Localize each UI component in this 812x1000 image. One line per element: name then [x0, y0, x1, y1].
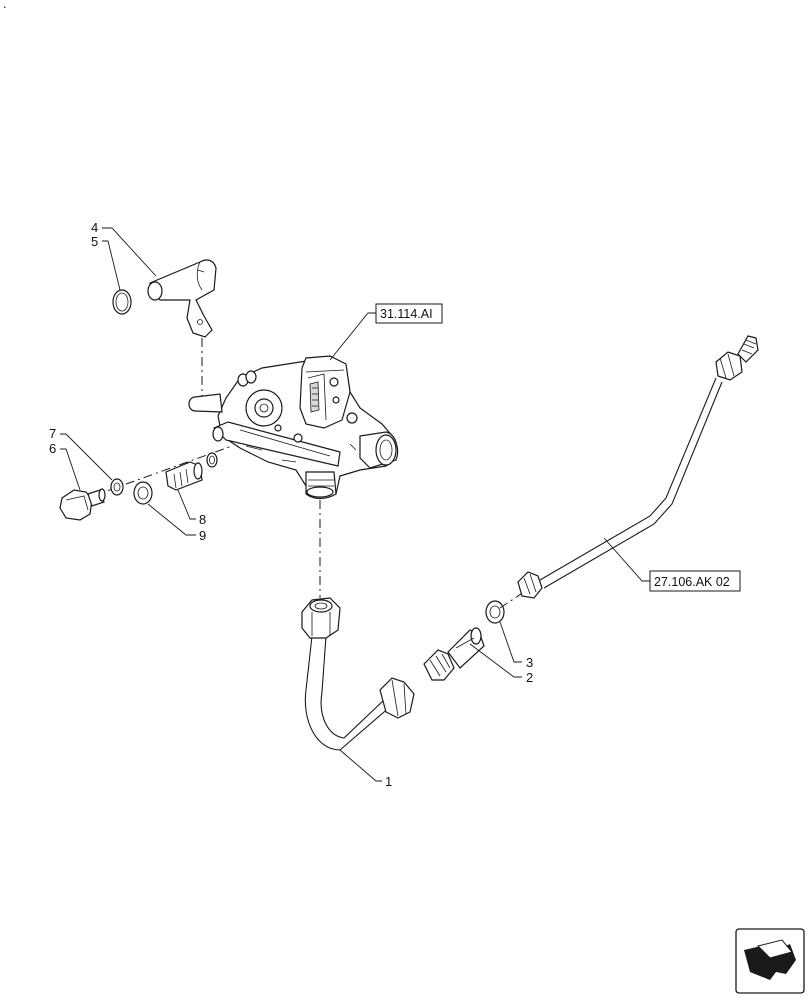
check-valve-part-8: [165, 461, 203, 491]
leader-1: [339, 749, 382, 782]
callout-1: 1: [385, 774, 392, 789]
page-navigation-arrow-icon[interactable]: [735, 928, 805, 994]
small-seal: [206, 452, 218, 468]
reference-tube-label: 27.106.AK 02: [654, 575, 730, 589]
adapter-fitting-part-2: [423, 627, 485, 681]
tube-assembly-part-1: [301, 597, 415, 751]
reference-box-valve[interactable]: 31.114.AI: [375, 303, 443, 324]
leader-6: [60, 448, 81, 491]
leader-valve-ref: [329, 312, 376, 361]
lever-pin-part-4: [147, 259, 217, 338]
callout-4: 4: [91, 220, 98, 235]
washer-part-9: [133, 481, 153, 505]
leader-9: [147, 503, 196, 536]
o-ring-part-5: [112, 289, 132, 315]
assembly-axis-right-tube: [499, 587, 531, 609]
leader-8: [177, 489, 196, 520]
valve-body-assembly: [188, 355, 399, 500]
callout-9: 9: [199, 528, 206, 543]
callout-6: 6: [49, 441, 56, 456]
washer-part-7: [110, 478, 124, 496]
callout-2: 2: [526, 670, 533, 685]
hydraulic-line-right: [517, 335, 759, 599]
callout-5: 5: [91, 234, 98, 249]
callout-7: 7: [49, 426, 56, 441]
reference-valve-label: 31.114.AI: [380, 307, 433, 321]
leader-tube-ref: [603, 537, 650, 582]
reference-box-tube[interactable]: 27.106.AK 02: [649, 570, 741, 592]
seal-washer-part-3: [485, 600, 505, 624]
leader-2: [469, 643, 522, 678]
corner-mark: .: [3, 0, 7, 11]
leader-3: [499, 621, 522, 663]
leader-5: [102, 240, 121, 291]
bolt-part-6: [59, 488, 106, 521]
leader-4: [102, 227, 157, 277]
leader-7: [60, 433, 113, 481]
callout-8: 8: [199, 512, 206, 527]
callout-3: 3: [526, 655, 533, 670]
